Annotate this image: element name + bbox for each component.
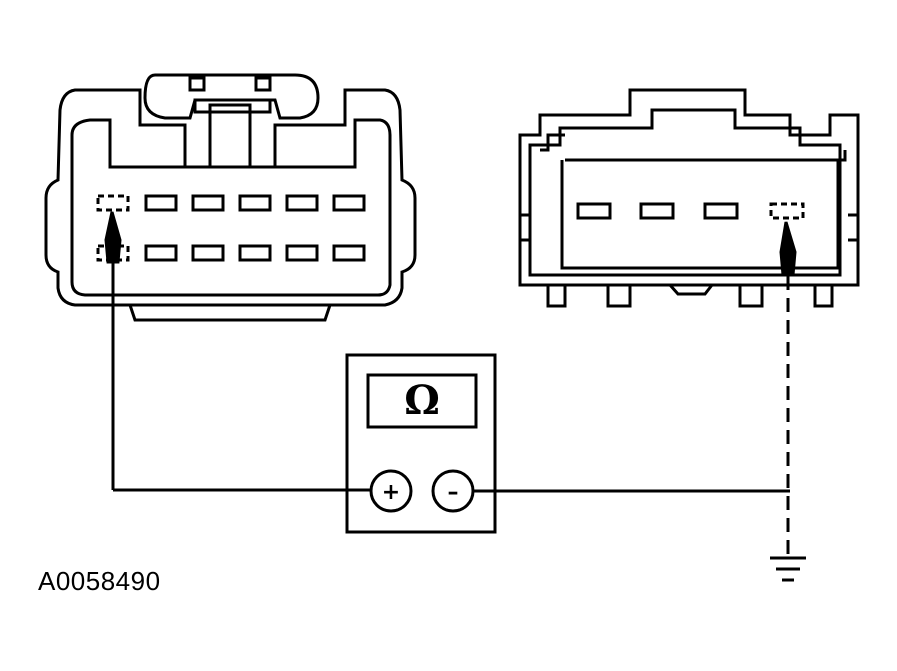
minus-sign: – bbox=[448, 480, 459, 505]
ground-probe bbox=[779, 221, 797, 555]
meter-display bbox=[366, 373, 478, 429]
right-connector bbox=[518, 88, 860, 308]
plus-sign: + bbox=[382, 480, 400, 505]
positive-probe bbox=[104, 211, 122, 490]
ground-icon bbox=[770, 556, 806, 582]
ohm-symbol: Ω bbox=[404, 377, 440, 424]
left-connector bbox=[44, 73, 417, 322]
meter-leads bbox=[113, 488, 790, 493]
figure-id: A0058490 bbox=[38, 566, 161, 596]
